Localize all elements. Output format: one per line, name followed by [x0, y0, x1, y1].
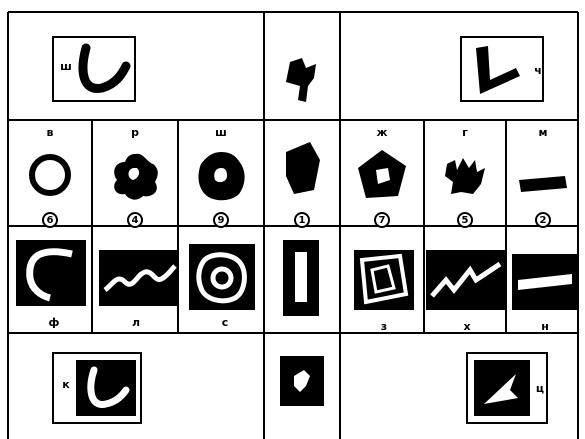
- ring-figure: [25, 150, 75, 200]
- bar-figure: [515, 170, 571, 200]
- lower-letter-3: с: [213, 316, 237, 329]
- blob-figure: [278, 52, 328, 112]
- upper-letter-6: г: [453, 126, 477, 139]
- upper-letter-7: м: [531, 126, 555, 139]
- upper-number-6: 5: [457, 212, 473, 228]
- wave-figure: [99, 250, 179, 306]
- top-left-letter: ш: [54, 60, 78, 73]
- bottom-left-letter: к: [54, 378, 78, 391]
- angle-figure: [470, 40, 530, 100]
- upper-number-7: 2: [535, 212, 551, 228]
- bottom-right-letter: ц: [528, 382, 552, 395]
- upper-letter-5: ж: [370, 126, 394, 139]
- inverse-hook-figure: [76, 360, 136, 416]
- jagged-figure: [439, 150, 495, 206]
- upper-letter-3: ш: [209, 126, 233, 139]
- zigzag-figure: [426, 250, 506, 310]
- upper-number-3: 9: [213, 212, 229, 228]
- nested-square-figure: [354, 250, 414, 310]
- upper-number-1: 6: [42, 212, 58, 228]
- upper-letter-1: в: [38, 126, 62, 139]
- upper-number-4: 1: [294, 212, 310, 228]
- hollow-pentagon-figure: [354, 148, 410, 204]
- concentric-figure: [189, 244, 255, 310]
- lower-letter-7: н: [533, 320, 557, 333]
- flower-figure: [107, 148, 163, 204]
- stripe-figure: [512, 254, 578, 310]
- lower-letter-1: ф: [42, 316, 66, 329]
- upper-number-5: 7: [374, 212, 390, 228]
- lower-letter-5: з: [372, 320, 396, 333]
- slot-figure: [283, 240, 319, 316]
- lower-letter-6: х: [455, 320, 479, 333]
- arch-figure: [16, 240, 86, 306]
- inverse-angle-figure: [474, 360, 530, 416]
- inverse-blob-figure: [280, 356, 324, 406]
- solid-pentagon-figure: [280, 140, 330, 200]
- upper-number-2: 4: [127, 212, 143, 228]
- donut-figure: [193, 148, 249, 204]
- lower-letter-2: л: [124, 316, 148, 329]
- upper-letter-2: р: [123, 126, 147, 139]
- hook-figure: [76, 40, 136, 100]
